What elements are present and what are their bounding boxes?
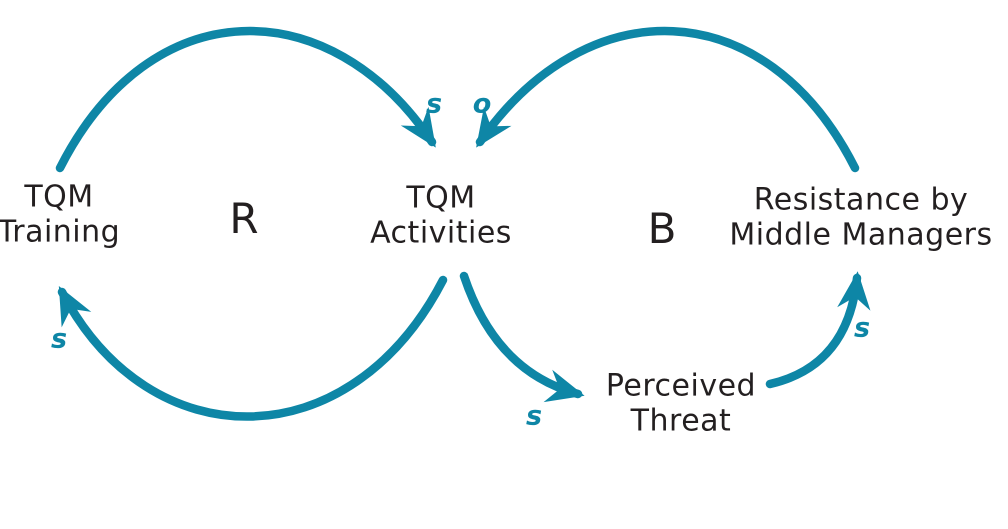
polarity-training-to-activities: s: [425, 88, 443, 120]
node-tqm-training: TQM Training: [0, 180, 120, 251]
node-tqm-activities: TQM Activities: [370, 181, 512, 252]
node-tqm-activities-line2: Activities: [370, 216, 512, 251]
arc-resistance-to-activities-icon: [475, 27, 860, 173]
arc-training-to-activities-icon: [55, 27, 437, 173]
loop-label-reinforcing: R: [229, 194, 259, 243]
polarity-resistance-to-activities: o: [472, 88, 492, 120]
arc-activities-to-threat-icon: [459, 271, 585, 403]
node-resistance-line1: Resistance by: [753, 182, 969, 218]
loop-label-balancing: B: [647, 204, 677, 253]
node-tqm-training-line2: Training: [0, 215, 121, 250]
polarity-activities-to-threat: s: [525, 400, 543, 432]
node-tqm-training-line1: TQM: [24, 179, 94, 215]
node-perceived-threat-line1: Perceived: [605, 368, 757, 404]
polarity-activities-to-training: s: [50, 323, 68, 355]
node-tqm-activities-line1: TQM: [406, 180, 476, 216]
arc-activities-to-training-icon: [57, 275, 448, 421]
node-perceived-threat-line2: Threat: [630, 404, 732, 439]
arc-threat-to-resistance-icon: [765, 271, 871, 389]
node-perceived-threat: Perceived Threat: [606, 369, 756, 440]
node-resistance-line2: Middle Managers: [729, 218, 993, 253]
polarity-threat-to-resistance: s: [853, 312, 871, 344]
node-resistance-by-middle-managers: Resistance by Middle Managers: [729, 183, 992, 254]
